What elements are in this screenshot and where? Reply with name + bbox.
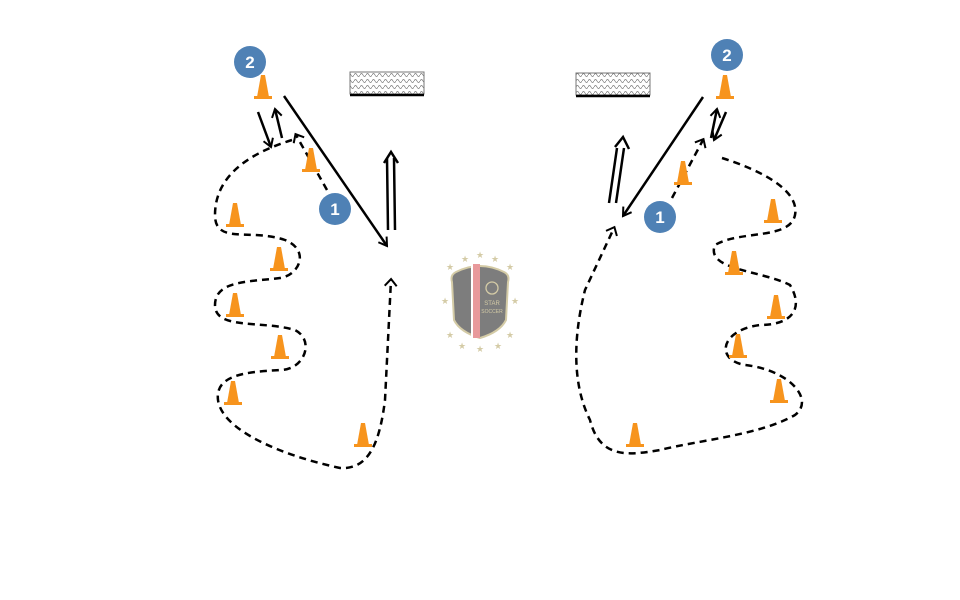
player-left-2: 2: [234, 46, 266, 78]
player-left-1: 1: [319, 193, 351, 225]
left-lines: [213, 95, 400, 470]
traffic-cone-icon: [626, 423, 644, 447]
svg-text:STAR: STAR: [484, 301, 500, 307]
svg-text:★: ★: [476, 344, 484, 354]
svg-text:★: ★: [506, 262, 514, 272]
dribble-path: [575, 156, 804, 455]
shot-line: [607, 147, 626, 204]
traffic-cone-icon: [725, 251, 743, 275]
pass-arrow-down: [256, 111, 274, 149]
svg-text:★: ★: [494, 341, 502, 351]
svg-text:★: ★: [506, 330, 514, 340]
player-right-2: 2: [711, 39, 743, 71]
pass-arrow-up: [271, 107, 284, 139]
dribble-path: [213, 138, 398, 470]
traffic-cone-icon: [767, 295, 785, 319]
goal-left: [349, 71, 425, 97]
traffic-cone-icon: [716, 75, 734, 99]
player-right-1: 1: [644, 201, 676, 233]
svg-text:★: ★: [446, 330, 454, 340]
svg-text:★: ★: [458, 341, 466, 351]
traffic-cone-icon: [270, 247, 288, 271]
svg-text:★: ★: [441, 296, 449, 306]
star-soccer-logo: ★ ★ ★ ★ ★ ★ ★ ★ ★ ★ ★ ★ STAR SOCCER: [441, 250, 519, 354]
svg-text:★: ★: [461, 254, 469, 264]
right-lines: [575, 96, 804, 455]
traffic-cone-icon: [354, 423, 372, 447]
pass-arrow-down: [711, 111, 728, 142]
traffic-cone-icon: [226, 293, 244, 317]
run-path: [292, 132, 329, 191]
svg-text:1: 1: [330, 200, 339, 219]
pass-line: [621, 96, 705, 218]
pass-line: [282, 95, 389, 248]
traffic-cone-icon: [764, 199, 782, 223]
traffic-cone-icon: [226, 203, 244, 227]
svg-text:SOCCER: SOCCER: [481, 309, 503, 315]
traffic-cone-icon: [224, 381, 242, 405]
traffic-cone-icon: [770, 379, 788, 403]
shot-arrowhead: [614, 134, 631, 150]
run-path: [670, 137, 707, 199]
traffic-cone-icon: [302, 148, 320, 172]
traffic-cone-icon: [271, 335, 289, 359]
svg-text:1: 1: [655, 208, 664, 227]
shot-line: [385, 157, 397, 231]
svg-text:2: 2: [722, 46, 731, 65]
goal-right: [575, 72, 651, 98]
svg-text:★: ★: [511, 296, 519, 306]
traffic-cone-icon: [254, 75, 272, 99]
cones-left: [224, 75, 372, 447]
cones-right: [626, 75, 788, 447]
svg-text:★: ★: [446, 262, 454, 272]
shot-arrowhead: [382, 149, 400, 164]
svg-text:2: 2: [245, 53, 254, 72]
svg-text:★: ★: [491, 254, 499, 264]
svg-text:★: ★: [476, 250, 484, 260]
